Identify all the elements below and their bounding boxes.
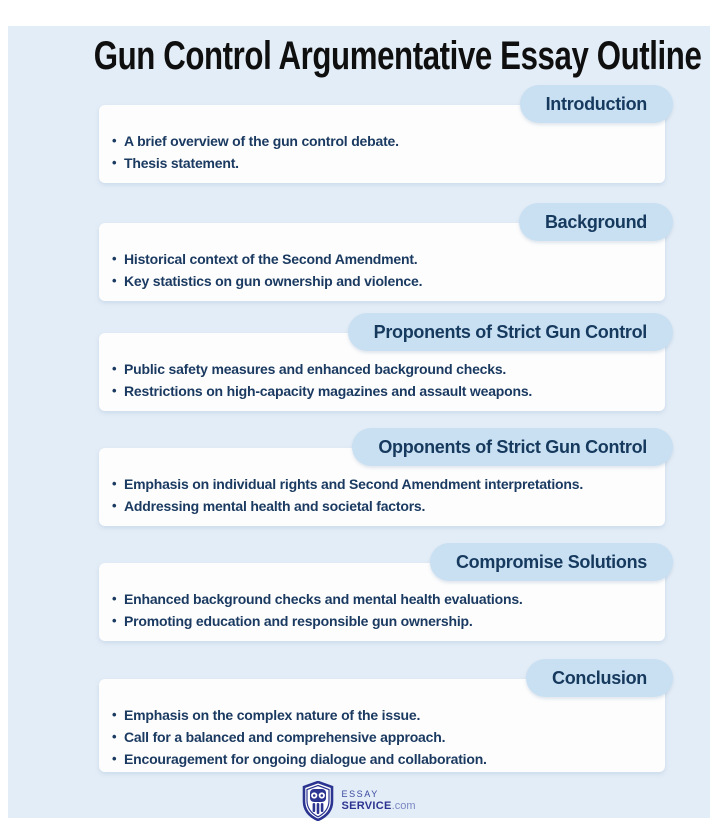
bullet-list: Public safety measures and enhanced back… bbox=[99, 333, 665, 402]
brand-tld-text: .com bbox=[391, 799, 416, 812]
bullet-item: Public safety measures and enhanced back… bbox=[111, 358, 657, 380]
footer: ESSAY SERVICE.com bbox=[8, 781, 710, 821]
content-panel: Gun Control Argumentative Essay Outline … bbox=[8, 26, 710, 821]
bullet-item: Call for a balanced and comprehensive ap… bbox=[111, 726, 657, 748]
bullet-item: Enhanced background checks and mental he… bbox=[111, 588, 657, 610]
section-header-pill: Background bbox=[518, 203, 673, 241]
brand-essay-text: ESSAY bbox=[341, 789, 379, 799]
bullet-list: Historical context of the Second Amendme… bbox=[99, 223, 665, 292]
bullet-list: Emphasis on the complex nature of the is… bbox=[99, 679, 665, 770]
bullet-item: Emphasis on the complex nature of the is… bbox=[111, 704, 657, 726]
section-header-pill: Compromise Solutions bbox=[429, 543, 673, 581]
page-title-text: Gun Control Argumentative Essay Outline bbox=[93, 34, 702, 78]
bullet-item: Addressing mental health and societal fa… bbox=[111, 495, 657, 517]
owl-shield-logo-icon bbox=[303, 781, 334, 821]
brand-service-text: SERVICE bbox=[341, 799, 392, 812]
section-header-pill: Introduction bbox=[519, 85, 673, 123]
bullet-list: Emphasis on individual rights and Second… bbox=[99, 448, 665, 517]
section-header-pill: Conclusion bbox=[526, 659, 673, 697]
section-card: Enhanced background checks and mental he… bbox=[99, 563, 665, 641]
bullet-item: Encouragement for ongoing dialogue and c… bbox=[111, 748, 657, 770]
bullet-item: Thesis statement. bbox=[111, 152, 657, 174]
brand-wordmark: ESSAY SERVICE.com bbox=[341, 789, 416, 812]
bullet-item: Restrictions on high-capacity magazines … bbox=[111, 380, 657, 402]
section-header-pill: Opponents of Strict Gun Control bbox=[352, 428, 673, 466]
bullet-list: A brief overview of the gun control deba… bbox=[99, 105, 665, 174]
section-header-pill: Proponents of Strict Gun Control bbox=[347, 313, 673, 351]
bullet-list: Enhanced background checks and mental he… bbox=[99, 563, 665, 632]
bullet-item: A brief overview of the gun control deba… bbox=[111, 130, 657, 152]
bullet-item: Historical context of the Second Amendme… bbox=[111, 248, 657, 270]
page-title: Gun Control Argumentative Essay Outline bbox=[8, 30, 710, 82]
bullet-item: Promoting education and responsible gun … bbox=[111, 610, 657, 632]
bullet-item: Emphasis on individual rights and Second… bbox=[111, 473, 657, 495]
bullet-item: Key statistics on gun ownership and viol… bbox=[111, 270, 657, 292]
